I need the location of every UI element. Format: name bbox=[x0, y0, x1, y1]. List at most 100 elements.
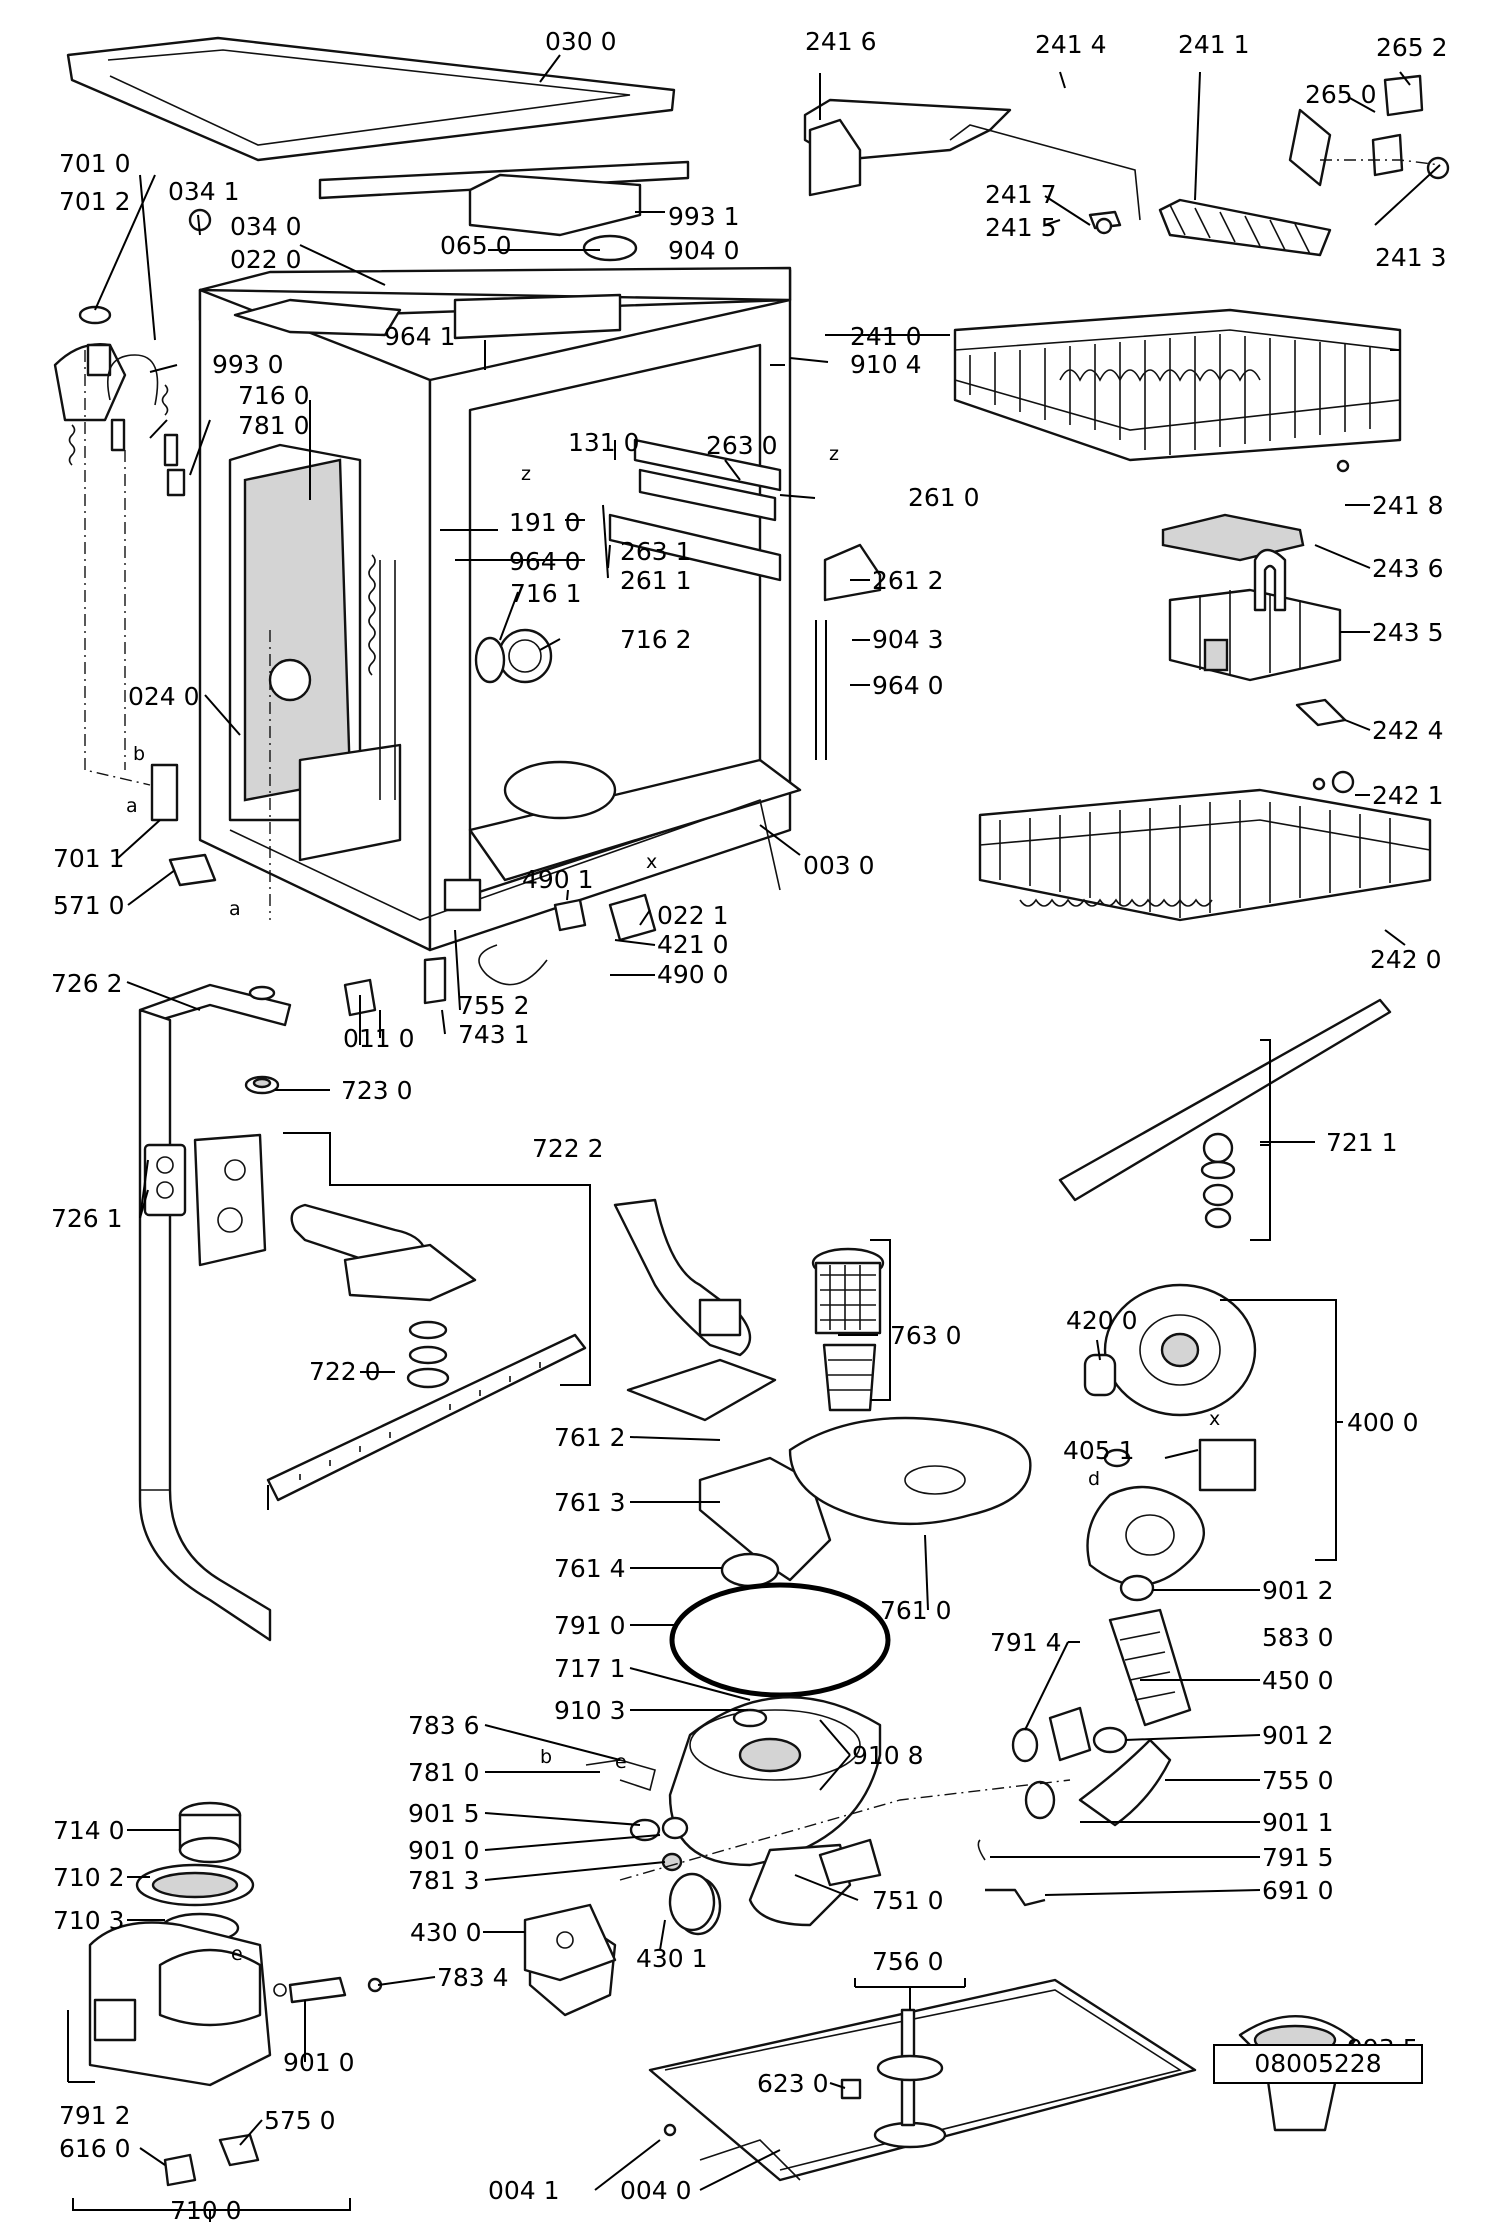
part-label: 243 5 bbox=[1372, 618, 1444, 647]
part-label: 763 0 bbox=[890, 1321, 962, 1350]
part-label: 756 0 bbox=[872, 1947, 944, 1976]
part-label: 261 1 bbox=[620, 566, 692, 595]
part-label: 791 0 bbox=[554, 1611, 626, 1640]
part-label: 030 0 bbox=[545, 27, 617, 56]
reference-letter: x bbox=[1209, 1408, 1220, 1430]
part-label: 701 2 bbox=[59, 187, 131, 216]
part-label: 265 2 bbox=[1376, 33, 1448, 62]
part-label: 265 0 bbox=[1305, 80, 1377, 109]
part-label: 901 2 bbox=[1262, 1576, 1334, 1605]
part-label: 743 1 bbox=[458, 1020, 530, 1049]
upper-spray-arm bbox=[1058, 998, 1392, 1229]
part-label: 242 4 bbox=[1372, 716, 1444, 745]
part-label: 726 2 bbox=[51, 969, 123, 998]
reference-letter: z bbox=[829, 443, 839, 465]
part-label: 710 0 bbox=[170, 2196, 242, 2224]
part-label: 710 3 bbox=[53, 1906, 125, 1935]
part-label: 904 3 bbox=[872, 625, 944, 654]
part-label: 421 0 bbox=[657, 930, 729, 959]
part-label: 400 0 bbox=[1347, 1408, 1419, 1437]
base-frame bbox=[648, 1978, 1197, 2182]
part-labels: 030 0 241 6 241 4 241 1 265 2 265 0 701 … bbox=[51, 27, 1448, 2224]
dishwasher-tub bbox=[198, 173, 882, 952]
part-label: 420 0 bbox=[1066, 1306, 1138, 1335]
part-label: 241 7 bbox=[985, 180, 1057, 209]
part-label: 024 0 bbox=[128, 682, 200, 711]
part-label: 723 0 bbox=[341, 1076, 413, 1105]
part-label: 263 1 bbox=[620, 537, 692, 566]
reference-letter: d bbox=[1088, 1468, 1100, 1490]
part-label: 701 1 bbox=[53, 844, 125, 873]
reference-letter: b bbox=[540, 1746, 552, 1768]
part-label: 901 0 bbox=[283, 2048, 355, 2077]
part-label: 003 0 bbox=[803, 851, 875, 880]
part-label: 004 0 bbox=[620, 2176, 692, 2205]
part-label: 450 0 bbox=[1262, 1666, 1334, 1695]
part-label: 993 0 bbox=[212, 350, 284, 379]
part-label: 261 0 bbox=[908, 483, 980, 512]
part-label: 583 0 bbox=[1262, 1623, 1334, 1652]
spray-arm-support bbox=[613, 1198, 1032, 1588]
part-label: 034 1 bbox=[168, 177, 240, 206]
part-label: 964 0 bbox=[509, 547, 581, 576]
part-label: 755 2 bbox=[458, 991, 530, 1020]
reference-letter: b bbox=[133, 743, 145, 765]
part-label: 405 1 bbox=[1063, 1436, 1135, 1465]
part-label: 910 8 bbox=[852, 1741, 924, 1770]
part-label: 716 2 bbox=[620, 625, 692, 654]
reference-letter: a bbox=[126, 795, 138, 817]
part-label: 781 0 bbox=[408, 1758, 480, 1787]
dispenser bbox=[523, 1872, 716, 1982]
part-label: 781 3 bbox=[408, 1866, 480, 1895]
part-label: 616 0 bbox=[59, 2134, 131, 2163]
part-label: 241 1 bbox=[1178, 30, 1250, 59]
part-label: 751 0 bbox=[872, 1886, 944, 1915]
part-label: 910 3 bbox=[554, 1696, 626, 1725]
part-label: 011 0 bbox=[343, 1024, 415, 1053]
part-label: 755 0 bbox=[1262, 1766, 1334, 1795]
part-label: 263 0 bbox=[706, 431, 778, 460]
part-label: 131 0 bbox=[568, 428, 640, 457]
part-label: 242 1 bbox=[1372, 781, 1444, 810]
top-right-small-parts bbox=[803, 74, 1450, 257]
part-label: 901 0 bbox=[408, 1836, 480, 1865]
part-label: 901 5 bbox=[408, 1799, 480, 1828]
part-label: 716 1 bbox=[510, 579, 582, 608]
part-label: 791 2 bbox=[59, 2101, 131, 2130]
part-label: 241 3 bbox=[1375, 243, 1447, 272]
part-label: 623 0 bbox=[757, 2069, 829, 2098]
part-label: 022 1 bbox=[657, 901, 729, 930]
worktop-cover bbox=[66, 36, 690, 200]
part-label: 430 0 bbox=[410, 1918, 482, 1947]
filters bbox=[811, 1247, 885, 1412]
left-valve-parts bbox=[53, 208, 657, 1045]
reference-letter: z bbox=[521, 463, 531, 485]
part-label: 242 0 bbox=[1370, 945, 1442, 974]
part-label: 761 2 bbox=[554, 1423, 626, 1452]
part-label: 721 1 bbox=[1326, 1128, 1398, 1157]
part-label: 241 4 bbox=[1035, 30, 1107, 59]
water-supply-pipe bbox=[138, 983, 292, 1642]
lower-spray-arm-assembly bbox=[193, 1133, 587, 1502]
part-label: 761 4 bbox=[554, 1554, 626, 1583]
part-label: 901 2 bbox=[1262, 1721, 1334, 1750]
reference-letter: e bbox=[231, 1943, 243, 1965]
part-label: 761 0 bbox=[880, 1596, 952, 1625]
reference-letters: z z b a a x b e d x e bbox=[126, 443, 1220, 1965]
part-label: 261 2 bbox=[872, 566, 944, 595]
part-label: 904 0 bbox=[668, 236, 740, 265]
part-label: 191 0 bbox=[509, 508, 581, 537]
lower-basket bbox=[978, 788, 1432, 922]
part-label: 691 0 bbox=[1262, 1876, 1334, 1905]
part-label: 791 5 bbox=[1262, 1843, 1334, 1872]
reference-letter: a bbox=[229, 898, 241, 920]
part-label: 575 0 bbox=[264, 2106, 336, 2135]
reference-letter: e bbox=[615, 1751, 627, 1773]
part-label: 783 4 bbox=[437, 1963, 509, 1992]
part-label: 783 6 bbox=[408, 1711, 480, 1740]
part-label: 022 0 bbox=[230, 245, 302, 274]
part-label: 241 8 bbox=[1372, 491, 1444, 520]
part-label: 761 3 bbox=[554, 1488, 626, 1517]
part-label: 964 1 bbox=[384, 322, 456, 351]
part-label: 716 0 bbox=[238, 381, 310, 410]
